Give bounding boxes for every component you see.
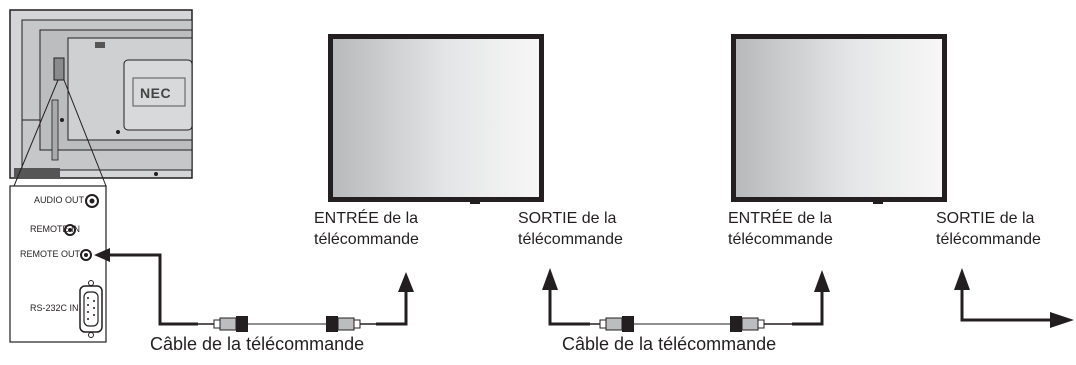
display-1-output-label: SORTIE de la télécommande (518, 208, 623, 250)
display-1 (328, 34, 544, 204)
audio-out-jack (85, 194, 99, 208)
remote-out-label: REMOTE OUT (20, 249, 80, 259)
cable-2-caption: Câble de la télécommande (562, 334, 777, 354)
cable-1-plug-left (198, 316, 248, 332)
display-2-output-label: SORTIE de la télécommande (936, 208, 1041, 250)
rs232c-in-label: RS-232C IN (30, 303, 79, 313)
audio-out-label: AUDIO OUT (34, 195, 85, 205)
display-1-input-label-line1: ENTRÉE de la (314, 210, 419, 227)
display-1-output-label-line2: télécommande (518, 231, 623, 248)
display-1-output-label-line1: SORTIE de la (518, 210, 617, 227)
cable-2-plug-right (730, 316, 792, 332)
arrow-into-remote-out (94, 248, 110, 262)
monitor-back-panel (0, 0, 193, 186)
arrow-into-display-2 (814, 270, 830, 292)
cable-1 (94, 248, 414, 332)
display-2-output-label-line1: SORTIE de la (936, 210, 1035, 227)
arrow-into-display-1 (398, 272, 414, 292)
display-1-input-label: ENTRÉE de la télécommande (314, 208, 419, 250)
display-2-input-label-line2: télécommande (728, 231, 833, 248)
nec-logo: NEC (140, 85, 172, 101)
display-2-output-label-line2: télécommande (936, 231, 1041, 248)
display-1-input-label-line2: télécommande (314, 231, 419, 248)
remote-in-jack (64, 224, 76, 236)
arrow-from-display-1-output (542, 268, 558, 290)
display-2-input-label: ENTRÉE de la télécommande (728, 208, 833, 250)
cable-2 (542, 268, 830, 332)
remote-out-jack (80, 249, 92, 261)
cable-1-plug-right (326, 316, 376, 332)
cable-1-caption: Câble de la télécommande (150, 334, 365, 354)
rs232c-connector (79, 280, 103, 338)
display-2 (731, 34, 947, 204)
port-box (9, 185, 107, 343)
remote-in-label: REMOTE IN (30, 224, 81, 234)
cable-2-plug-left (590, 316, 634, 332)
callout-line-left (13, 79, 59, 187)
display-2-input-label-line1: ENTRÉE de la (728, 210, 833, 227)
callout-line-right (63, 79, 107, 187)
display-2-output-arrow (954, 268, 1074, 328)
